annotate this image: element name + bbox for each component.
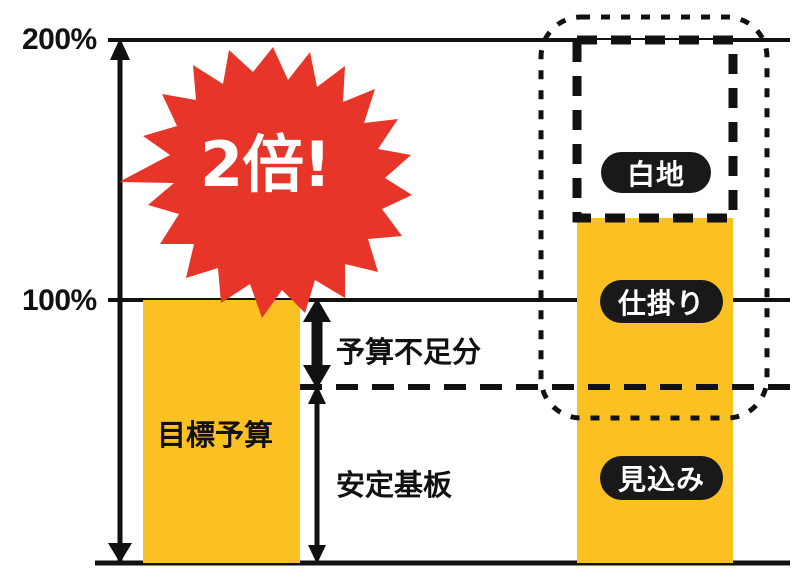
starburst-label: 2倍! — [200, 128, 331, 201]
shortfall-arrow — [303, 298, 331, 389]
annotation-shortfall: 予算不足分 — [336, 335, 482, 369]
opportunity-dashed-outline — [538, 14, 770, 421]
stable-base-arrow — [308, 385, 326, 564]
bar-segment-wip-and-forecast — [577, 218, 733, 563]
y-axis — [110, 38, 130, 563]
bar-target-budget — [143, 300, 300, 563]
annotation-stable-base: 安定基板 — [336, 468, 453, 502]
starburst-shape — [119, 47, 412, 318]
axis-tick-200: 200% — [22, 23, 97, 56]
pill-forecast: 見込み — [600, 456, 723, 500]
axis-tick-100: 100% — [22, 284, 97, 317]
whitespace-dashed-box — [572, 35, 738, 223]
bar-label-target-budget: 目標予算 — [157, 418, 274, 452]
pill-work-in-progress: 仕掛り — [600, 280, 723, 323]
baseline-left-arrow — [108, 543, 132, 563]
pill-whitespace: 白地 — [601, 152, 711, 193]
